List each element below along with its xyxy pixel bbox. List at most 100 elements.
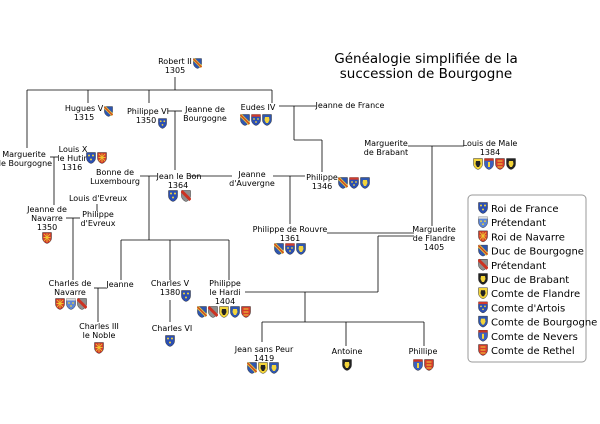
france-coat-icon [158,118,167,129]
comte-bourgogne-coat-icon [296,243,306,255]
rethel-coat-icon [478,344,488,356]
person-charles-v: Charles V 1380 [151,279,191,302]
person-name-line1: Marguerite [2,150,46,159]
person-jean-le-bon: Jean le Bon 1364 [156,172,201,202]
person-philippe-de-rouvre: Philippe de Rouvre 1361 [253,225,327,255]
legend-label: Comte de Bourgogne [491,318,597,329]
legend-item: Comte de Flandre [478,287,580,300]
legend-item: Prétendant [478,258,546,272]
pretendant-bourgogne-coat-icon [181,190,191,202]
person-name-line2: d'Auvergne [229,179,275,188]
person-jeanne-de-navarre: Jeanne de Navarre 1350 [26,205,67,244]
france-coat-icon [168,190,178,202]
legend-box [467,194,587,363]
person-name: Phillipe [409,347,438,356]
person-name-line1: Bonne de [96,168,134,177]
person-hugues-v: Hugues V 1315 [65,104,113,122]
person-name: Charles VI [152,324,193,333]
navarre-coat-icon [478,230,488,243]
bourgogne-coat-icon [240,114,250,126]
legend-item: Comte de Rethel [478,344,575,357]
person-name-line2: Luxembourg [90,177,140,186]
legend-label: Comte d'Artois [491,303,565,314]
person-name-line1: Louis X [59,145,88,154]
legend-label: Prétendant [491,217,546,229]
brabant-coat-icon [342,359,352,371]
pretendant-coat-icon [66,298,76,310]
comte-bourgogne-coat-icon [269,362,279,374]
person-name-line1: Marguerite [364,139,408,148]
pretendant-bourgogne-coat-icon [208,306,218,318]
person-charles-de-navarre: Charles de Navarre [49,279,92,310]
bourgogne-coat-icon [478,244,488,257]
person-name: Jeanne de France [315,101,385,110]
person-marguerite-de-flandre: Marguerite de Flandre 1405 [412,225,456,252]
pretendant-coat-icon [478,216,488,229]
rethel-coat-icon [495,158,505,170]
person-jeanne-de-bourgogne: Jeanne de Bourgogne [183,105,227,123]
legend-item: Prétendant [478,216,546,229]
comte-bourgogne-coat-icon [478,315,488,328]
artois-coat-icon [478,301,488,314]
person-name-line1: Philippe [209,279,241,288]
person-name: Antoine [332,347,363,356]
person-name-line2: d'Evreux [81,219,116,228]
person-name: Louis d'Evreux [69,194,127,203]
artois-coat-icon [251,114,261,126]
person-name-line2: de Brabant [364,148,408,157]
person-name-line1: Marguerite [412,225,456,234]
person-name-line1: Philippe [82,210,114,219]
legend-label: Comte de Flandre [491,289,580,300]
bourgogne-coat-icon [104,106,113,117]
tree-connectors [26,77,464,346]
brabant-coat-icon [478,273,488,285]
diagram-title-line1: Généalogie simplifiée de la [334,51,517,67]
person-year: 1405 [424,243,444,252]
person-year: 1315 [74,113,94,122]
flandre-coat-icon [478,287,488,300]
france-coat-icon [478,202,488,214]
person-name-line2: de Flandre [413,234,456,243]
legend-item: Roi de France [478,202,559,215]
legend-label: Roi de France [491,204,559,215]
person-name-line2: Navarre [31,214,63,223]
person-year: 1361 [280,234,300,243]
france-coat-icon [181,290,191,302]
navarre-coat-icon [94,342,104,354]
legend-item: Duc de Brabant [478,273,569,286]
nevers-coat-icon [478,329,488,342]
person-name-line2: Navarre [54,288,86,297]
person-name-line1: Jeanne de [26,205,67,214]
person-charles-iii: Charles III le Noble [79,322,119,354]
person-jeanne-d-auvergne: Jeanne d'Auvergne [229,170,275,188]
person-name: Philippe [306,173,338,182]
person-year: 1380 [160,288,180,297]
person-marguerite-de-bourgogne: Marguerite de Bourgogne [0,150,52,168]
person-name-line2: le Hardi [209,288,240,297]
person-philippe-1346: Philippe 1346 [306,173,370,191]
person-eudes-iv: Eudes IV [240,103,276,126]
person-name-line1: Jeanne [237,170,265,179]
person-name-line2: Bourgogne [183,114,227,123]
flandre-coat-icon [473,158,483,170]
brabant-coat-icon [506,158,516,170]
person-louis-x: Louis X le Hutin 1316 [57,145,107,172]
comte-bourgogne-coat-icon [262,114,272,126]
person-name-line1: Charles de [49,279,92,288]
person-name: Hugues V [65,104,104,113]
person-year: 1350 [136,116,156,125]
person-year: 1350 [37,223,57,232]
person-antoine: Antoine [332,347,363,371]
person-name: Charles V [151,279,190,288]
person-name: Philippe VI [127,107,169,116]
person-philippe-le-hardi: Philippe le Hardi 1404 [197,279,251,318]
person-year: 1384 [480,148,500,157]
person-year: 1346 [312,182,332,191]
person-name: Robert II [158,57,192,66]
legend-label: Comte de Rethel [491,346,575,357]
person-name: Louis de Male [463,139,518,148]
legend-label: Roi de Navarre [491,232,565,243]
bourgogne-coat-icon [247,362,257,374]
person-marguerite-de-brabant: Marguerite de Brabant [364,139,408,157]
